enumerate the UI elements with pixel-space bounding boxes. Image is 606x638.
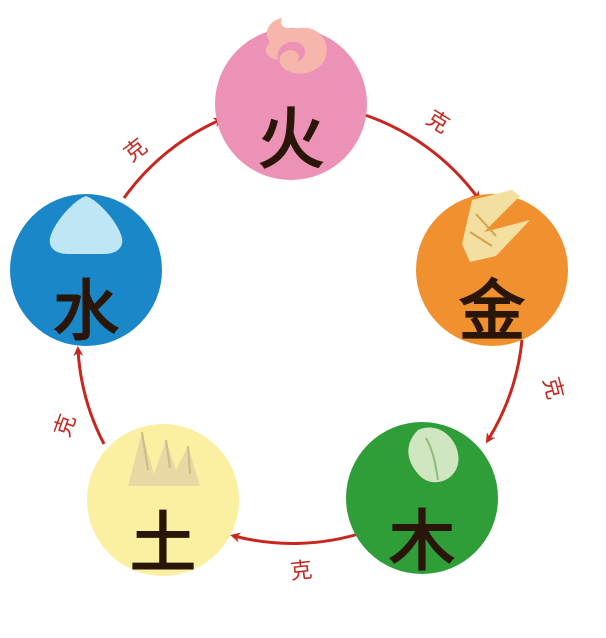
metal-label: 金 xyxy=(458,272,526,350)
earth-circle xyxy=(87,424,239,576)
arrow-water-to-fire xyxy=(122,117,224,199)
fire-label: 火 xyxy=(258,100,324,178)
flame-icon xyxy=(265,18,327,74)
relation-label-wood-earth: 克 xyxy=(289,558,314,585)
wood-label: 木 xyxy=(389,502,455,580)
arrow-fire-to-metal xyxy=(361,112,481,202)
relation-label-metal-wood: 克 xyxy=(537,374,567,402)
arrow-wood-to-earth xyxy=(230,530,366,545)
relation-label-water-fire: 克 xyxy=(120,134,153,167)
element-metal: 金 xyxy=(416,190,568,350)
arrow-metal-to-wood xyxy=(485,339,524,444)
cycle-arrows xyxy=(73,112,524,545)
metal-circle xyxy=(416,194,568,346)
ingot-icon xyxy=(462,190,530,262)
element-earth: 土 xyxy=(87,424,239,582)
earth-label: 土 xyxy=(130,504,196,582)
leaf-icon xyxy=(408,427,459,483)
element-water: 水 xyxy=(10,194,162,350)
wood-circle xyxy=(346,422,498,574)
water-circle xyxy=(10,194,162,346)
element-fire: 火 xyxy=(215,18,367,180)
arrow-earth-to-water xyxy=(73,346,106,445)
element-wood: 木 xyxy=(346,422,498,580)
relation-label-earth-water: 克 xyxy=(50,411,81,440)
mountain-icon xyxy=(128,431,200,486)
water-label: 水 xyxy=(53,272,120,350)
droplet-icon xyxy=(49,196,123,254)
fire-circle xyxy=(215,28,367,180)
relation-label-fire-metal: 克 xyxy=(421,106,453,139)
